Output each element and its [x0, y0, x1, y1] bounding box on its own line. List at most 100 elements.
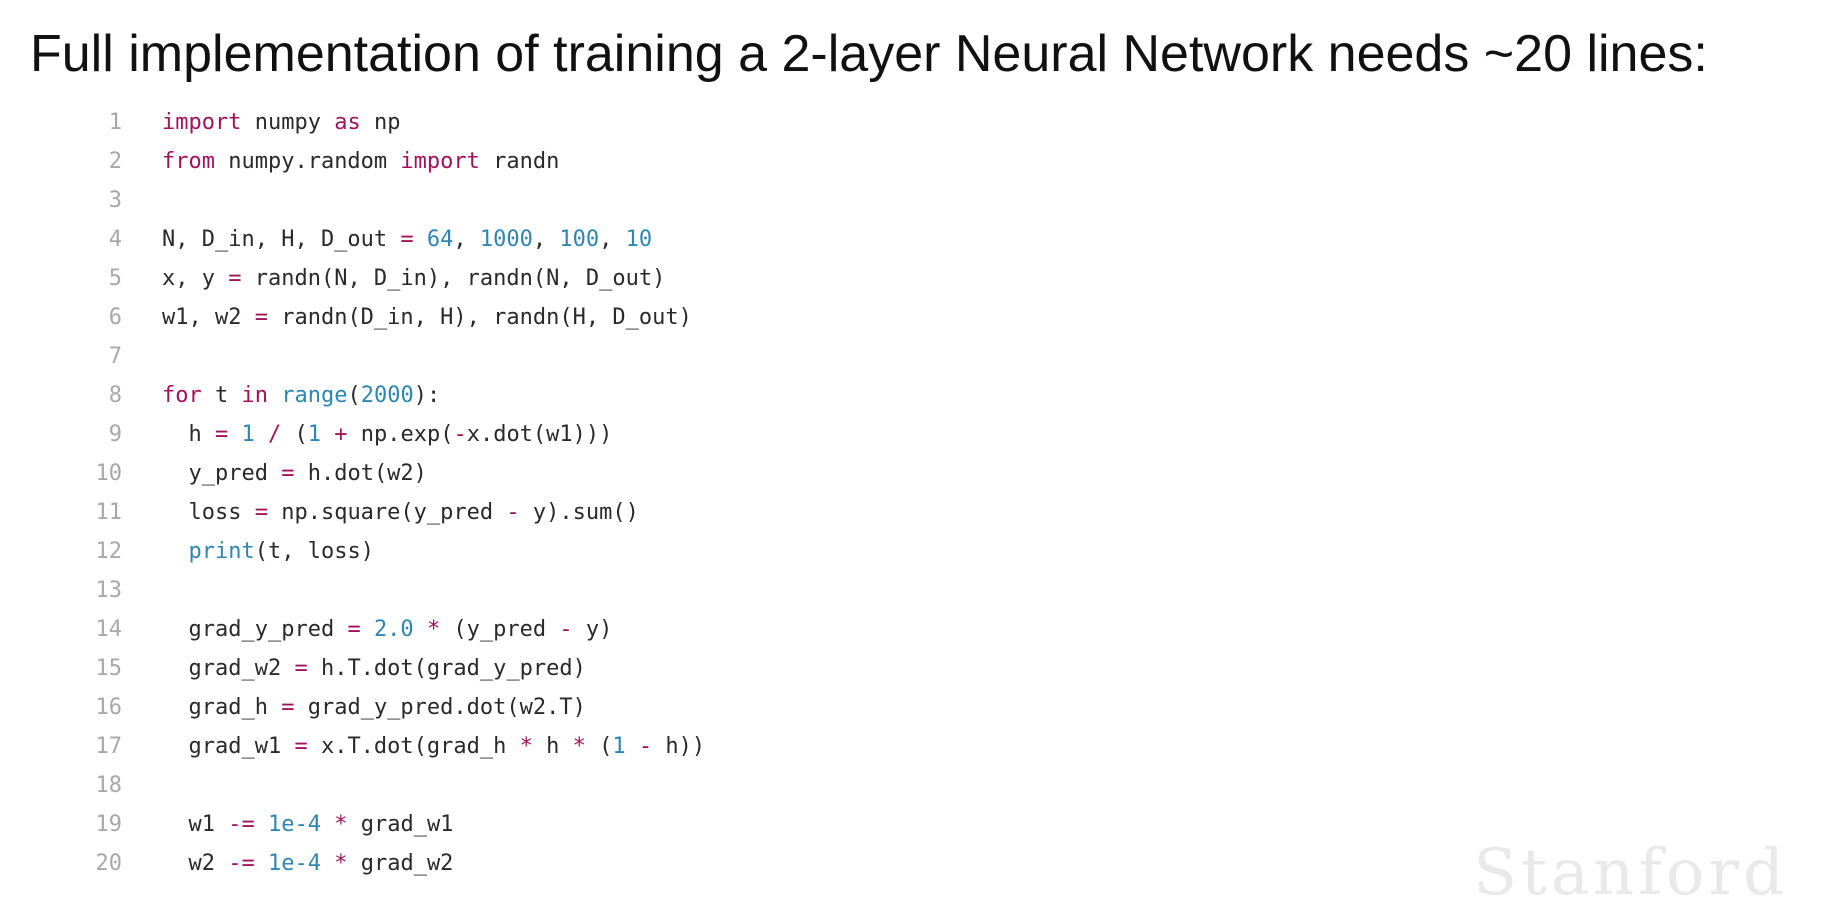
code-token: = — [254, 305, 268, 330]
code-line: 9 h = 1 / (1 + np.exp(-x.dot(w1))) — [70, 415, 705, 454]
line-number: 15 — [95, 656, 123, 681]
line-number: 6 — [108, 305, 122, 330]
code-token — [255, 851, 268, 876]
line-number: 19 — [95, 812, 123, 837]
line-source: grad_w1 = x.T.dot(grad_h * h * (1 - h)) — [162, 727, 705, 766]
code-token: numpy.random — [214, 149, 401, 174]
code-line: 5 x, y = randn(N, D_in), randn(N, D_out) — [70, 259, 705, 298]
code-token: * — [572, 734, 586, 759]
code-token: + — [334, 422, 348, 447]
code-token: y_pred — [162, 461, 282, 486]
code-token: range — [281, 383, 348, 408]
code-line: 3 — [70, 181, 705, 220]
code-token: 100 — [559, 227, 600, 252]
code-line: 12 print(t, loss) — [70, 532, 705, 571]
code-token: as — [334, 110, 361, 135]
code-token: loss — [162, 500, 255, 525]
code-token: * — [519, 734, 533, 759]
code-token: / — [267, 422, 282, 447]
line-number: 17 — [95, 734, 123, 759]
code-line: 11 loss = np.square(y_pred - y).sum() — [70, 493, 705, 532]
code-token: 1 — [612, 734, 626, 759]
code-token: = — [281, 695, 295, 720]
code-token: , — [532, 227, 560, 252]
code-token: 64 — [426, 227, 454, 252]
code-token: ( — [347, 383, 361, 408]
code-token: x, y — [162, 266, 229, 291]
line-number: 2 — [108, 149, 122, 174]
line-source: print(t, loss) — [162, 532, 374, 571]
code-token: - — [638, 734, 653, 759]
code-line: 10 y_pred = h.dot(w2) — [70, 454, 705, 493]
code-token — [268, 383, 281, 408]
code-token: * — [426, 617, 441, 642]
code-token: for — [162, 383, 202, 408]
line-source: y_pred = h.dot(w2) — [162, 454, 426, 493]
line-source: for t in range(2000): — [162, 376, 440, 415]
code-token: grad_w2 — [162, 656, 295, 681]
code-token — [626, 734, 639, 759]
code-token: h.T.dot(grad_y_pred) — [307, 656, 586, 681]
code-token: w1 — [162, 812, 229, 837]
code-token: grad_y_pred — [162, 617, 348, 642]
code-token: grad_w1 — [347, 812, 454, 837]
code-token — [228, 422, 241, 447]
code-token: 1 — [241, 422, 255, 447]
code-token: = — [214, 422, 229, 447]
code-token: 2000 — [360, 383, 414, 408]
code-line: 7 — [70, 337, 705, 376]
code-token: grad_w2 — [347, 851, 454, 876]
line-source: x, y = randn(N, D_in), randn(N, D_out) — [162, 259, 665, 298]
line-source: w1 -= 1e-4 * grad_w1 — [162, 805, 453, 844]
code-line: 19 w1 -= 1e-4 * grad_w1 — [70, 805, 705, 844]
code-token: np — [360, 110, 401, 135]
code-token: y) — [572, 617, 613, 642]
code-token: randn(N, D_in), randn(N, D_out) — [241, 266, 666, 291]
code-token — [414, 617, 427, 642]
line-number: 14 — [95, 617, 123, 642]
code-token — [321, 422, 334, 447]
code-token: -= — [228, 812, 255, 837]
code-token: grad_h — [162, 695, 282, 720]
code-token: ( — [281, 422, 308, 447]
line-source: w1, w2 = randn(D_in, H), randn(H, D_out) — [162, 298, 692, 337]
code-token: grad_w1 — [162, 734, 295, 759]
code-token: 1000 — [479, 227, 533, 252]
code-token — [414, 227, 427, 252]
code-line: 20 w2 -= 1e-4 * grad_w2 — [70, 844, 705, 883]
code-token — [255, 422, 268, 447]
code-line: 18 — [70, 766, 705, 805]
code-token: - — [559, 617, 573, 642]
line-source: N, D_in, H, D_out = 64, 1000, 100, 10 — [162, 220, 652, 259]
code-token: grad_y_pred.dot(w2.T) — [294, 695, 586, 720]
code-token — [321, 851, 334, 876]
code-token: h — [532, 734, 573, 759]
code-line: 8 for t in range(2000): — [70, 376, 705, 415]
code-token: import — [400, 149, 480, 174]
code-token: x.dot(w1))) — [466, 422, 613, 447]
line-number: 5 — [108, 266, 122, 291]
stanford-watermark: Stanford — [1473, 836, 1788, 910]
line-number: 9 — [108, 422, 122, 447]
code-line: 6 w1, w2 = randn(D_in, H), randn(H, D_out… — [70, 298, 705, 337]
line-number: 4 — [108, 227, 122, 252]
code-token: 1e-4 — [267, 851, 321, 876]
code-token: 1e-4 — [267, 812, 321, 837]
line-source: from numpy.random import randn — [162, 142, 559, 181]
line-number: 8 — [108, 383, 122, 408]
code-line: 15 grad_w2 = h.T.dot(grad_y_pred) — [70, 649, 705, 688]
line-number: 3 — [108, 188, 122, 213]
code-token: (y_pred — [440, 617, 560, 642]
code-token: ( — [585, 734, 613, 759]
code-token: , — [599, 227, 626, 252]
code-token — [321, 812, 334, 837]
code-token: randn — [479, 149, 560, 174]
code-token: , — [453, 227, 480, 252]
code-token: ): — [413, 383, 441, 408]
code-token: in — [241, 383, 269, 408]
code-token — [162, 539, 189, 564]
slide-title: Full implementation of training a 2-laye… — [30, 25, 1708, 83]
code-token: = — [254, 500, 268, 525]
